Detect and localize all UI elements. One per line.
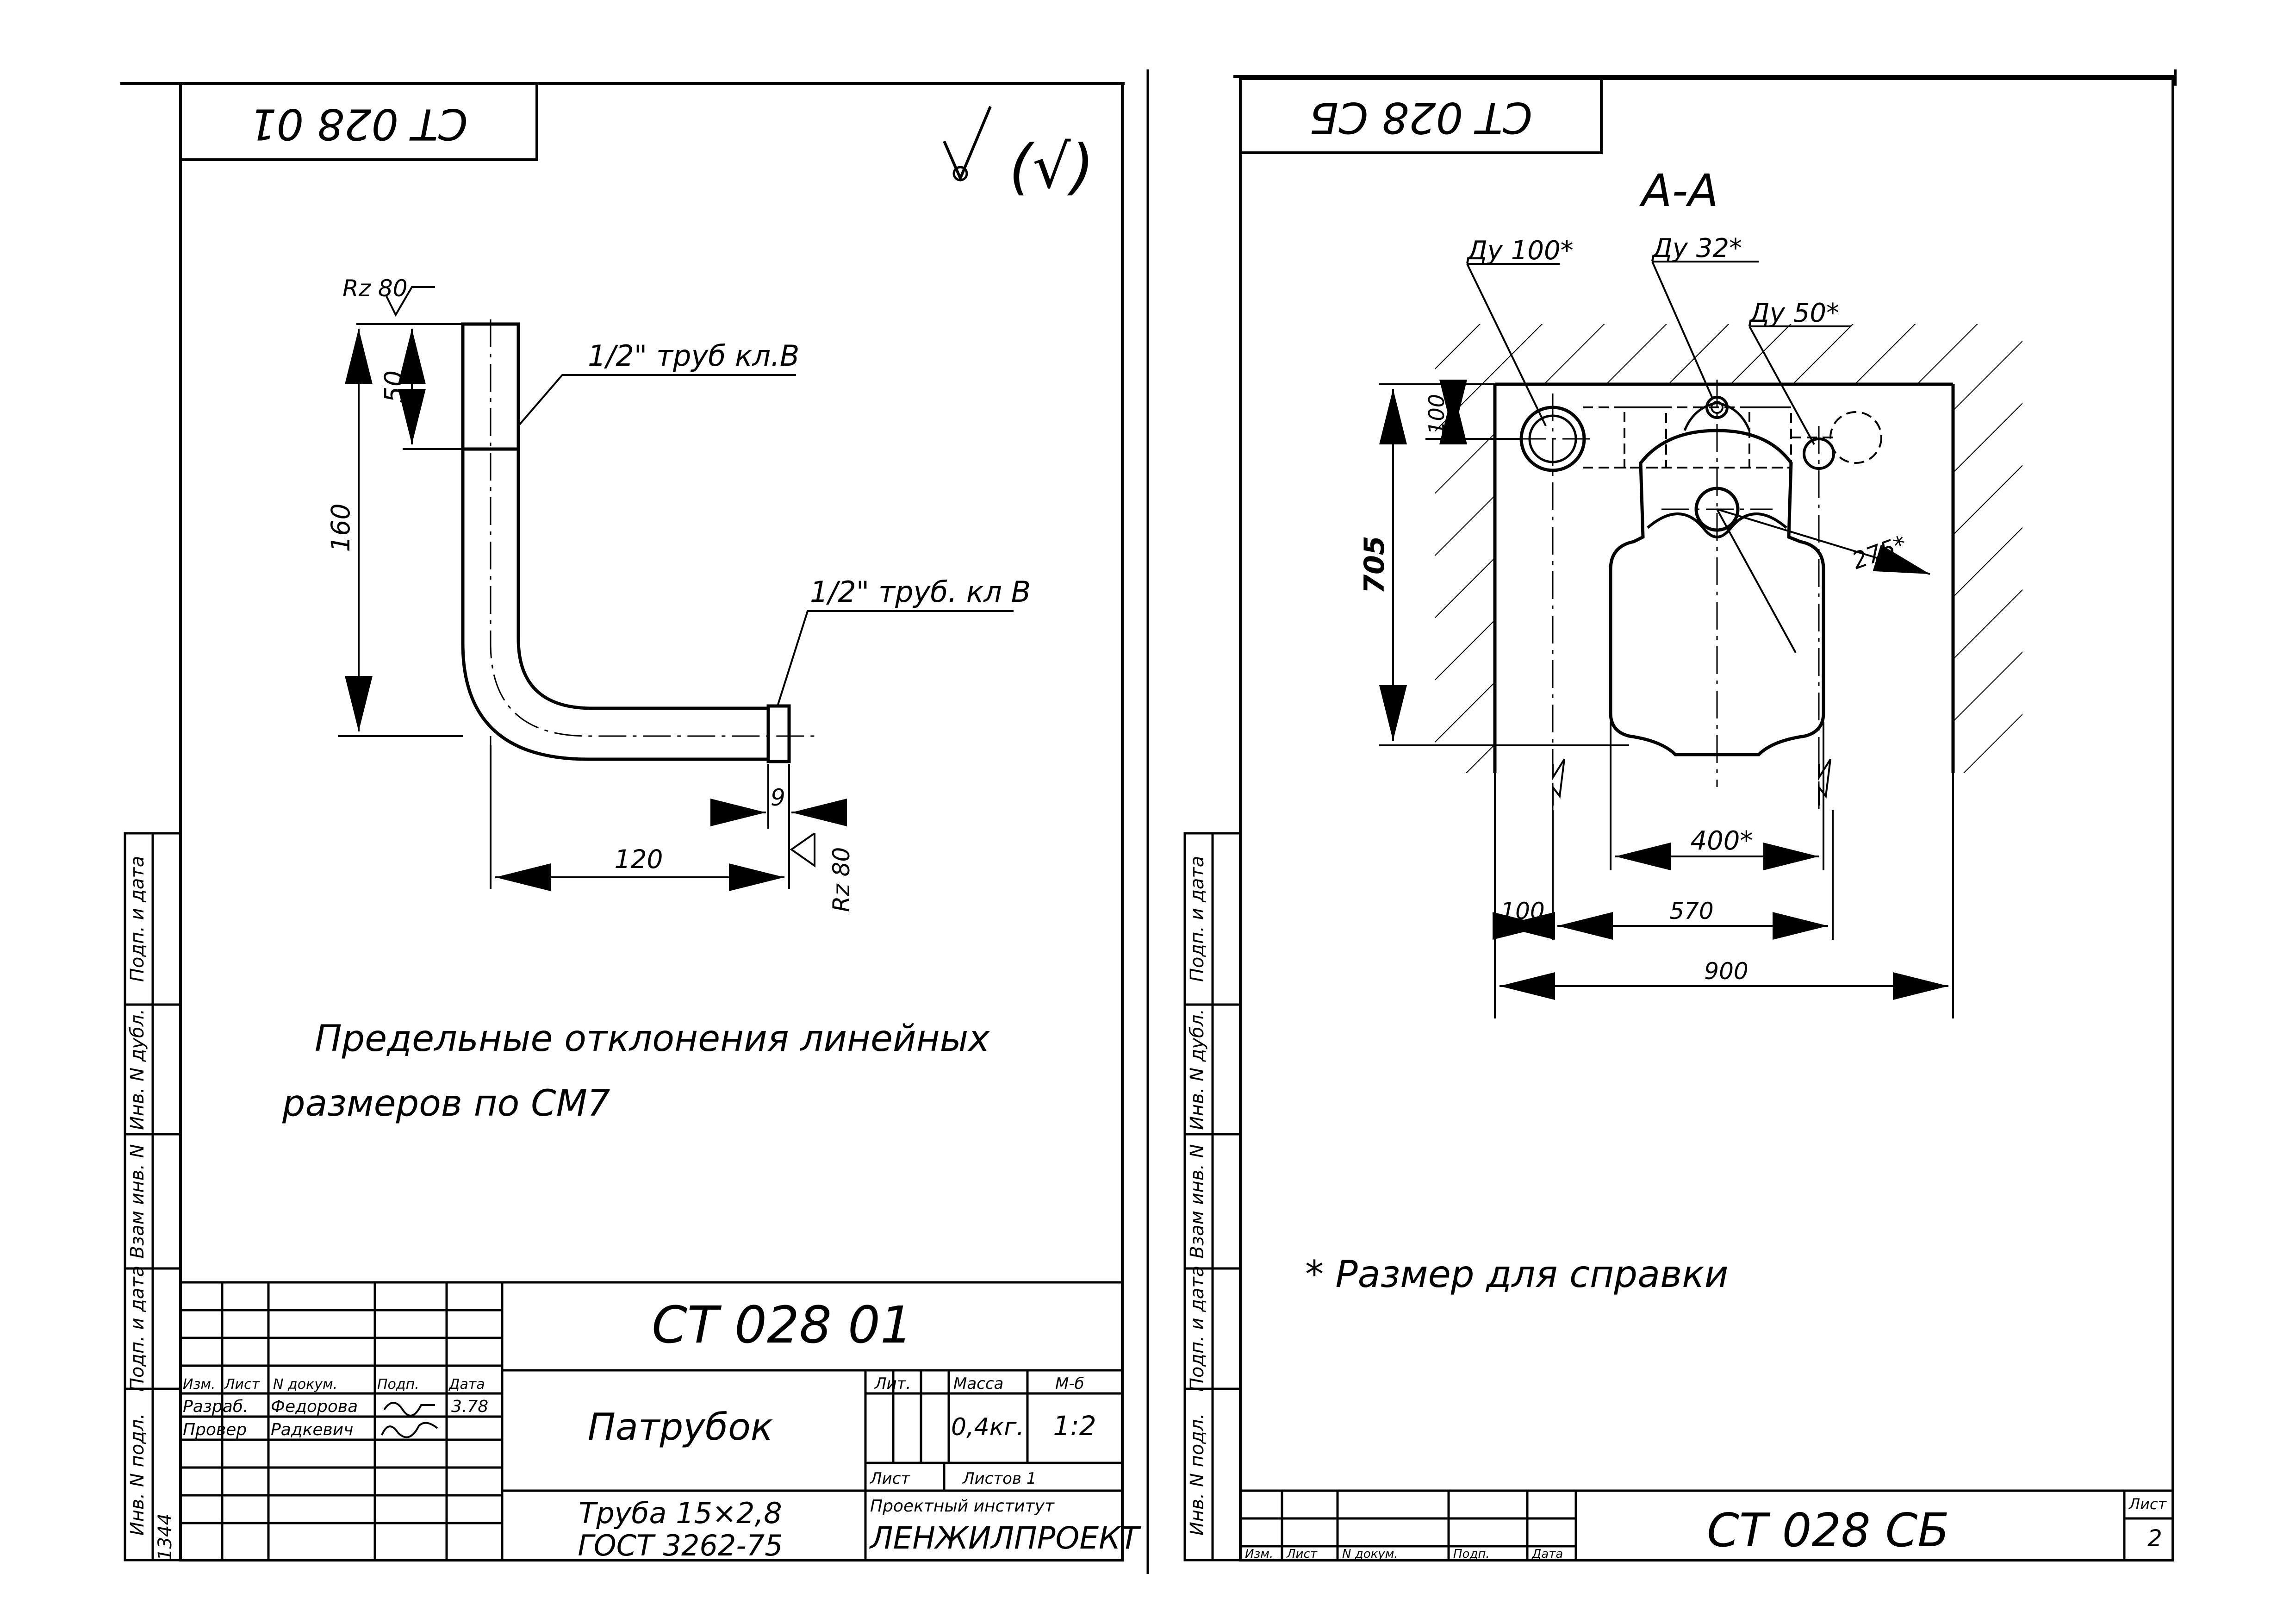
row1-role: Разраб. bbox=[183, 1397, 248, 1416]
dim-50: 50 bbox=[379, 370, 409, 403]
right-side-label-2: Подп. и дата bbox=[1187, 1266, 1208, 1392]
institute-line1: Проектный институт bbox=[870, 1497, 1055, 1516]
break-line-right bbox=[1818, 758, 1831, 806]
row2-name: Радкевич bbox=[271, 1420, 353, 1439]
dim-right-275: 275* bbox=[1848, 531, 1910, 575]
sheet-label: Лист bbox=[869, 1469, 910, 1488]
right-side-label-4: Инв. N дубл. bbox=[1187, 1009, 1208, 1130]
left-corner-code: СТ 028 01 bbox=[249, 100, 468, 149]
dim-120: 120 bbox=[615, 844, 663, 874]
left-title-code: СТ 028 01 bbox=[652, 1295, 913, 1355]
header-list: Лист bbox=[224, 1376, 261, 1393]
roughness-general-icon bbox=[943, 106, 992, 182]
dim-right-570: 570 bbox=[1669, 898, 1713, 924]
right-corner-code-box bbox=[1239, 77, 1603, 154]
rz-right-label: Rz 80 bbox=[828, 847, 855, 912]
section-label: А-А bbox=[1639, 165, 1718, 217]
left-side-label-1: Инв. N подл. bbox=[127, 1413, 148, 1536]
right-header-sign: Подп. bbox=[1453, 1547, 1490, 1561]
callout-du32: Ду 32* bbox=[1651, 233, 1742, 263]
pipe-du50 bbox=[1803, 411, 1882, 470]
left-title-block bbox=[179, 1281, 1124, 1562]
right-header-date: Дата bbox=[1531, 1547, 1563, 1561]
scale-value: 1:2 bbox=[1053, 1410, 1096, 1442]
tolerance-note-line2: размеров по СМ7 bbox=[282, 1083, 610, 1124]
signature-fedorova bbox=[383, 1402, 435, 1417]
scale-label: М-б bbox=[1055, 1374, 1084, 1393]
callout-du100: Ду 100* bbox=[1466, 236, 1574, 266]
left-sheet: СТ 028 01 (√) bbox=[120, 69, 1149, 1574]
left-side-label-3: Взам инв. N bbox=[127, 1144, 148, 1258]
left-corner-code-box bbox=[179, 82, 538, 161]
header-sign: Подп. bbox=[377, 1376, 419, 1393]
institute-line2: ЛЕНЖИЛПРОЕКТ bbox=[869, 1520, 1141, 1556]
row2-role: Провер bbox=[183, 1420, 247, 1439]
mass-value: 0,4кг. bbox=[951, 1413, 1024, 1441]
left-side-label-4: Инв. N дубл. bbox=[127, 1009, 148, 1130]
right-side-label-5: Подп. и дата bbox=[1187, 856, 1208, 982]
right-corner-code: СТ 028 СБ bbox=[1309, 93, 1532, 143]
dim-right-705: 705 bbox=[1358, 536, 1391, 593]
assembly-dimensions bbox=[1379, 261, 1954, 1018]
center-lines bbox=[1518, 380, 1820, 810]
dim-right-400: 400* bbox=[1691, 826, 1753, 856]
right-title-block bbox=[1240, 1489, 2173, 1560]
pipe-part bbox=[461, 319, 815, 889]
header-izm: Изм. bbox=[183, 1376, 216, 1393]
lit-label: Лит. bbox=[874, 1374, 911, 1393]
reference-note: * Размер для справки bbox=[1305, 1253, 1729, 1296]
right-side-label-1: Инв. N подл. bbox=[1187, 1413, 1208, 1536]
left-part-name: Патрубок bbox=[588, 1405, 773, 1449]
right-frame bbox=[1239, 77, 2174, 1562]
dim-160: 160 bbox=[326, 504, 355, 552]
right-header-doc: N докум. bbox=[1342, 1547, 1398, 1561]
header-doc: N докум. bbox=[273, 1376, 337, 1393]
rz-top-label: Rz 80 bbox=[342, 275, 408, 302]
roughness-top-icon bbox=[386, 286, 435, 317]
dim-right-100-vertical: 100 bbox=[1424, 394, 1449, 435]
row1-name: Федорова bbox=[271, 1397, 358, 1416]
tolerance-note-line1: Предельные отклонения линейных bbox=[315, 1018, 990, 1060]
row1-date: 3.78 bbox=[451, 1397, 488, 1416]
header-date: Дата bbox=[448, 1376, 485, 1393]
archive-number: 1344 bbox=[155, 1513, 176, 1561]
break-line-left bbox=[1552, 758, 1565, 806]
left-side-label-2: Подп. и дата bbox=[127, 1266, 148, 1392]
left-material-line2: ГОСТ 3262-75 bbox=[578, 1529, 783, 1562]
right-side-strip bbox=[1183, 832, 1242, 1562]
signature-radkevich bbox=[381, 1422, 438, 1438]
pipe-label-right: 1/2" труб. кл В bbox=[810, 575, 1031, 609]
left-material-line1: Труба 15×2,8 bbox=[579, 1496, 782, 1530]
roughness-right-icon bbox=[790, 832, 815, 868]
right-title-code: СТ 028 СБ bbox=[1707, 1503, 1949, 1557]
hidden-lines bbox=[1583, 406, 1833, 468]
pipe-label-top: 1/2" труб кл.В bbox=[588, 339, 799, 373]
sheets-label: Листов 1 bbox=[962, 1469, 1036, 1488]
pipe-dimensions bbox=[338, 323, 1014, 891]
roughness-mark: (√) bbox=[1009, 131, 1094, 202]
right-sheet-label: Лист bbox=[2128, 1495, 2167, 1513]
dim-right-900: 900 bbox=[1704, 958, 1748, 985]
left-side-strip bbox=[124, 832, 182, 1562]
dim-9: 9 bbox=[771, 784, 785, 811]
right-sheet: СТ 028 СБ А-А bbox=[1183, 69, 2177, 1562]
mass-label: Масса bbox=[953, 1374, 1003, 1393]
dim-right-100-horizontal: 100 bbox=[1500, 898, 1544, 924]
wall-hatching bbox=[1435, 324, 2022, 773]
right-side-label-3: Взам инв. N bbox=[1187, 1144, 1208, 1258]
callout-du50: Ду 50* bbox=[1748, 298, 1839, 328]
right-header-list: Лист bbox=[1286, 1547, 1318, 1561]
left-side-label-5: Подп. и дата bbox=[127, 856, 148, 982]
right-header-izm: Изм. bbox=[1245, 1547, 1273, 1561]
right-sheet-number: 2 bbox=[2147, 1525, 2162, 1552]
